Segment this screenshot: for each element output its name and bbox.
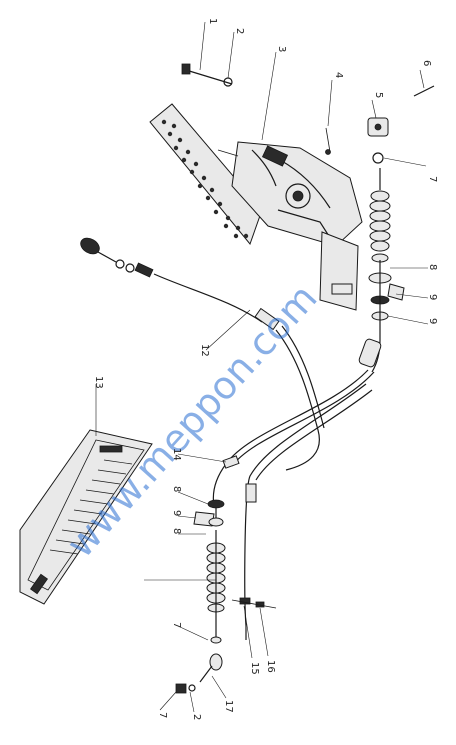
callout-1: 1: [207, 18, 218, 24]
upper-cable-bellows: [368, 152, 405, 340]
callout-5: 5: [373, 92, 384, 98]
accelerator-pedal: [149, 103, 263, 246]
pin: [325, 127, 331, 153]
callout-7c: 7: [157, 712, 168, 718]
callout-9b: 9: [427, 318, 438, 324]
lower-cable-bellows: [175, 499, 226, 694]
bolt: [181, 63, 233, 87]
callout-14: 14: [171, 448, 182, 461]
callout-2: 2: [234, 28, 245, 34]
callout-2b: 2: [191, 714, 202, 720]
callout-4: 4: [333, 72, 344, 78]
callout-9: 9: [427, 294, 438, 300]
callout-8c: 8: [171, 528, 182, 534]
callout-9c: 9: [171, 510, 182, 516]
callout-16: 16: [265, 660, 276, 673]
part-callouts: 1 2 3 4 5 6 7 8 9 9 12 13 14 8 9 8 7 15 …: [93, 18, 438, 720]
pedal-bracket: [217, 141, 363, 311]
cable-clip: [367, 117, 389, 137]
accelerator-cable: [212, 338, 382, 627]
hand-cable-end: [231, 597, 277, 640]
callout-17: 17: [223, 700, 234, 713]
watermark-text: www.meppon.com: [58, 276, 326, 566]
callout-6: 6: [421, 60, 432, 66]
callout-3: 3: [276, 46, 287, 52]
leader-lines: [95, 21, 429, 713]
callout-7b: 7: [171, 622, 182, 628]
callout-7: 7: [427, 176, 438, 182]
callout-8: 8: [427, 264, 438, 270]
hand-throttle-cable: [80, 237, 325, 471]
floor-plate: [19, 429, 153, 605]
callout-8b: 8: [171, 486, 182, 492]
split-pin: [413, 85, 435, 97]
callout-13: 13: [93, 376, 104, 389]
callout-12: 12: [199, 344, 210, 357]
callout-15: 15: [249, 662, 260, 675]
